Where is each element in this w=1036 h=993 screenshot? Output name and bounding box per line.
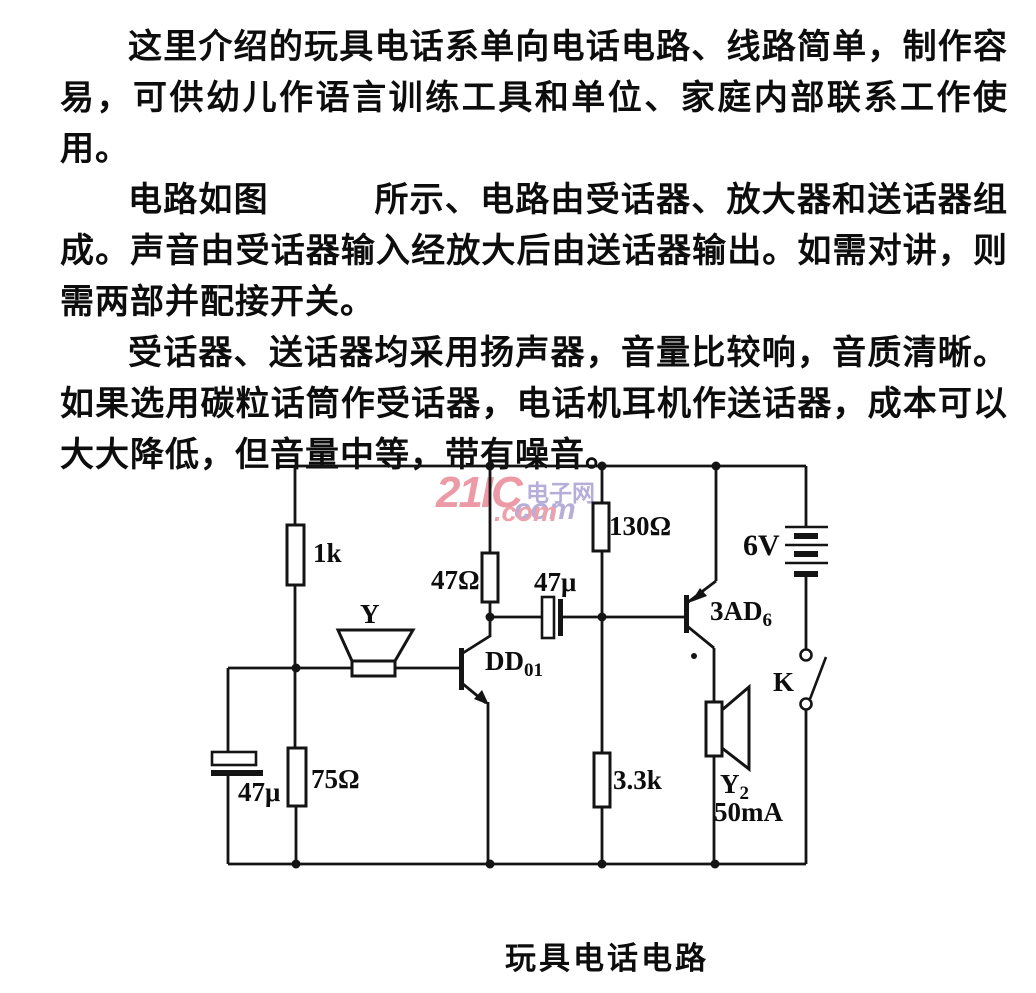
junction-dot xyxy=(597,859,607,869)
capacitor-47u-coupling xyxy=(540,595,563,640)
paragraph-intro: 这里介绍的玩具电话系单向电话电路、线路简单，制作容易，可供幼儿作语言训练工具和单… xyxy=(60,29,1008,168)
coupling-cap-positive-plate xyxy=(540,595,556,640)
watermark-site-name-cn: 电子网 xyxy=(526,480,595,506)
q1-emitter-arrow xyxy=(474,690,489,705)
junction-dot xyxy=(485,612,495,622)
speaker-y-coil xyxy=(350,659,397,678)
q1-base-bar xyxy=(459,648,464,690)
speaker-y2-coil xyxy=(704,700,724,758)
resistor-130ohm xyxy=(591,501,611,553)
label-transistor-dd01: DD01 xyxy=(485,646,543,681)
label-resistor-1k: 1k xyxy=(313,538,342,568)
junction-dot xyxy=(291,859,301,869)
junction-dot xyxy=(485,859,495,869)
label-speaker-y2: Y2 xyxy=(720,769,749,804)
transistor-dd01 xyxy=(459,648,489,705)
transistor-3ad6 xyxy=(684,588,707,633)
label-battery-6v: 6V xyxy=(743,529,780,562)
label-resistor-75ohm: 75Ω xyxy=(311,764,360,794)
junction-dot xyxy=(597,612,607,622)
label-resistor-130ohm: 130Ω xyxy=(609,511,671,541)
stray-mark xyxy=(691,653,697,659)
bypass-cap-negative-plate xyxy=(211,770,263,776)
switch-bottom-contact xyxy=(799,697,813,711)
speaker-y-cone xyxy=(335,628,416,663)
component-labels: 1k 47Ω 47μ 130Ω 6V DD01 3AD6 K Y 75Ω 47μ… xyxy=(238,511,794,827)
junction-dot xyxy=(710,859,720,869)
figure-caption: 玩具电话电路 xyxy=(505,941,709,976)
junction-dot xyxy=(711,461,721,471)
label-speaker-y: Y xyxy=(360,599,380,629)
watermark-com-lavender: com xyxy=(514,493,576,526)
speaker-y-receiver xyxy=(335,628,416,678)
q2-emitter-arrow xyxy=(691,588,707,602)
paragraph-speaker-notes: 受话器、送话器均采用扬声器，音量比较响，音质清晰。如果选用碳粒话筒作受话器，电话… xyxy=(60,335,1008,474)
q1-emitter-lead xyxy=(462,682,490,864)
coupling-cap-negative-plate xyxy=(558,599,563,636)
junction-dots xyxy=(291,461,721,869)
q2-base-bar xyxy=(684,595,689,633)
junction-dot xyxy=(485,461,495,471)
watermark-brand-text: 21IC xyxy=(436,468,523,517)
resistors xyxy=(285,501,612,809)
circuit-wires xyxy=(226,464,808,866)
q1-collector-lead xyxy=(462,617,492,655)
junction-dot xyxy=(291,663,301,673)
speaker-y2-transmitter xyxy=(704,683,751,773)
battery-6v xyxy=(785,525,828,577)
article-text: 这里介绍的玩具电话系单向电话电路、线路简单，制作容易，可供幼儿作语言训练工具和单… xyxy=(60,22,1008,481)
resistor-1k xyxy=(285,523,306,587)
switch-lever xyxy=(808,656,828,700)
left-branch-wire xyxy=(293,466,298,864)
paragraph-circuit-description: 电路如图 所示、电路由受话器、放大器和送话器组成。声音由受话器输入经放大后由送话… xyxy=(60,182,1008,321)
resistor-3k3 xyxy=(592,751,612,809)
q2-collector-lead xyxy=(686,624,716,864)
label-switch-k: K xyxy=(773,667,794,697)
label-capacitor-47u-coupling: 47μ xyxy=(534,567,576,597)
resistor-47ohm xyxy=(480,551,500,604)
label-capacitor-47u-bypass: 47μ xyxy=(238,777,280,807)
label-speaker-y2-current: 50mA xyxy=(714,797,783,827)
resistor-75ohm xyxy=(286,746,308,808)
q2-emitter-lead xyxy=(686,466,718,605)
watermark-dotcom-pink: .com xyxy=(494,497,558,527)
label-transistor-3ad6: 3AD6 xyxy=(710,596,772,631)
junction-dot xyxy=(597,461,607,471)
switch-top-contact xyxy=(799,648,813,662)
21ic-watermark: 21IC 电子网 com .com xyxy=(436,468,636,532)
capacitor-47u-bypass xyxy=(210,750,263,776)
speaker-y2-cone xyxy=(720,683,751,773)
label-resistor-47ohm: 47Ω xyxy=(431,565,480,595)
switch-k xyxy=(799,648,828,711)
label-resistor-3k3: 3.3k xyxy=(613,765,662,795)
bypass-cap-positive-plate xyxy=(210,750,258,767)
